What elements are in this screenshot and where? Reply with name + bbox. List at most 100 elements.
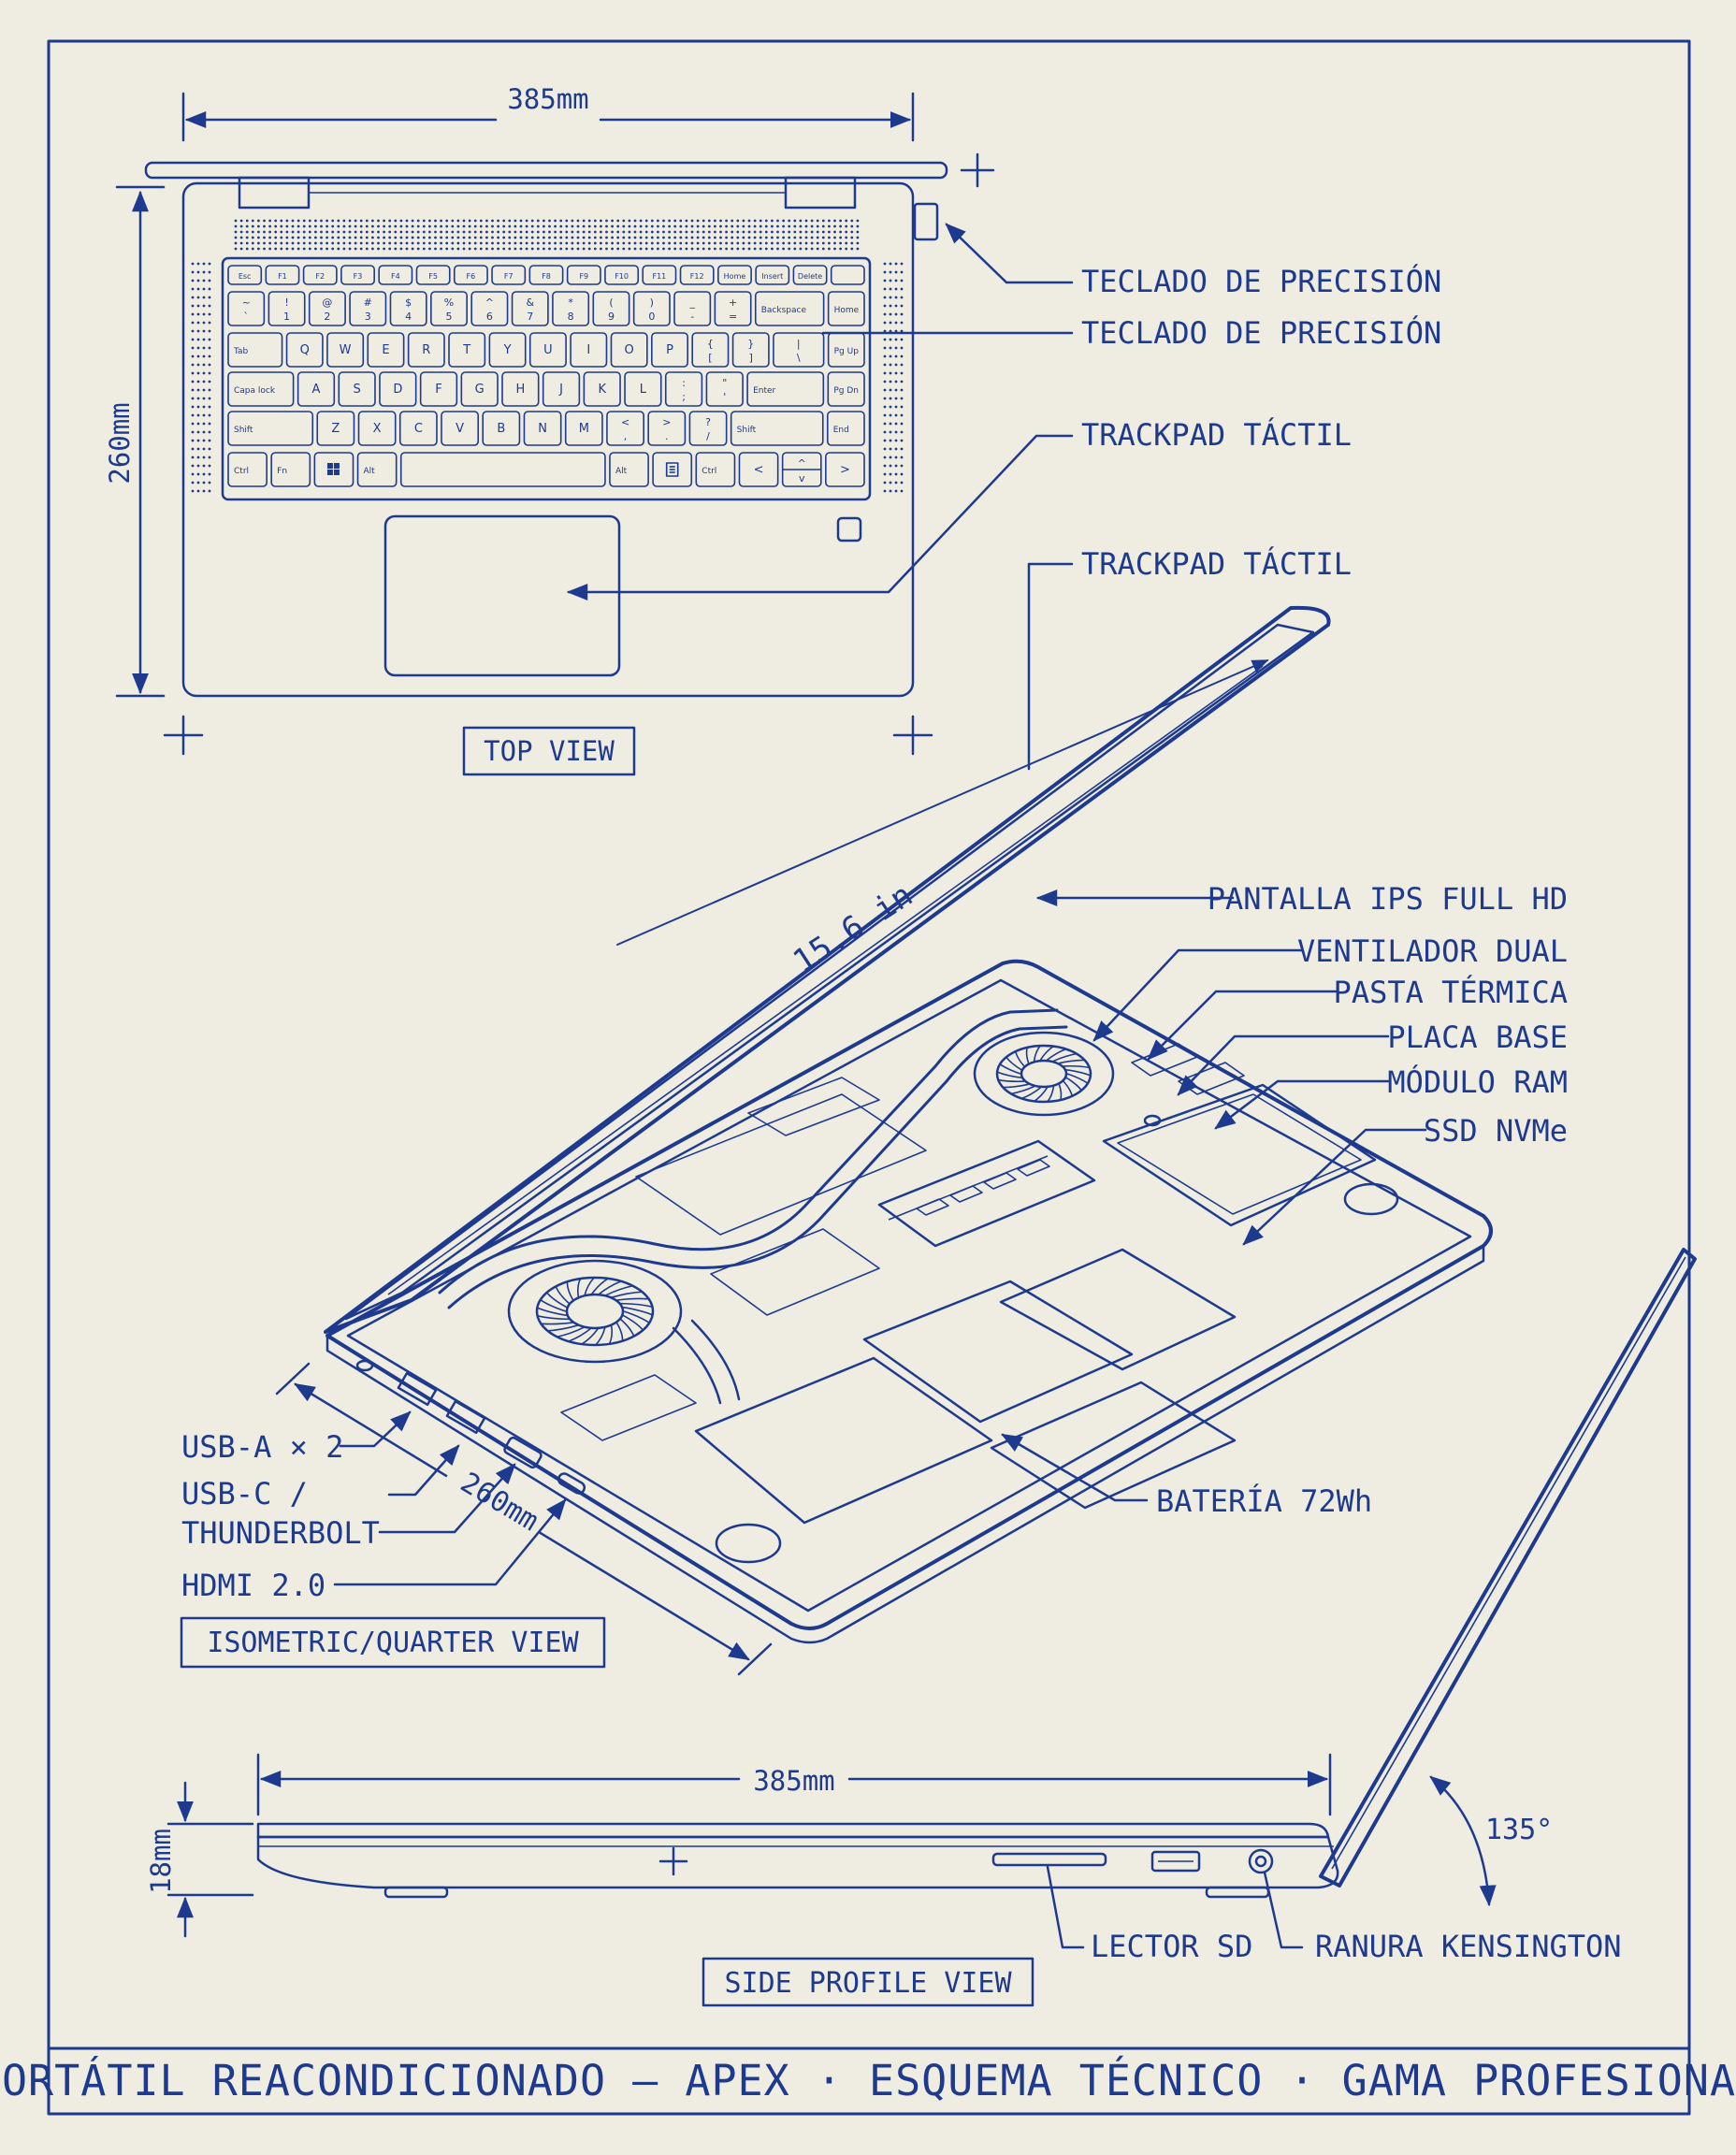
key-q[interactable]: Q bbox=[285, 332, 324, 368]
svg-text:F11: F11 bbox=[652, 272, 666, 281]
key-a[interactable]: A bbox=[297, 371, 336, 407]
key-fn[interactable]: Fn bbox=[270, 452, 311, 487]
key-x-x[interactable]: >. bbox=[647, 411, 687, 446]
key-x-x[interactable]: += bbox=[714, 291, 752, 326]
key-x[interactable]: < bbox=[738, 452, 779, 487]
key-win-icon[interactable] bbox=[313, 452, 354, 487]
key-f9[interactable]: F9 bbox=[566, 265, 601, 285]
key-t[interactable]: T bbox=[448, 332, 486, 368]
key-pgxup[interactable]: Pg Up bbox=[827, 332, 865, 368]
key-f6[interactable]: F6 bbox=[453, 265, 488, 285]
key-xv[interactable]: ^v bbox=[781, 452, 822, 487]
key-space[interactable] bbox=[399, 452, 606, 487]
key-f3[interactable]: F3 bbox=[340, 265, 375, 285]
key-x-6[interactable]: ^6 bbox=[470, 291, 509, 326]
key-f4[interactable]: F4 bbox=[378, 265, 413, 285]
svg-text:Home: Home bbox=[834, 306, 860, 315]
key-u[interactable]: U bbox=[528, 332, 567, 368]
key-j[interactable]: J bbox=[542, 371, 581, 407]
key-g[interactable]: G bbox=[460, 371, 499, 407]
key-x-x[interactable]: |\ bbox=[773, 332, 825, 368]
key-shift[interactable]: Shift bbox=[730, 411, 824, 446]
key-esc[interactable]: Esc bbox=[227, 265, 263, 285]
key-x[interactable]: X bbox=[357, 411, 397, 446]
key-x-x[interactable]: }] bbox=[731, 332, 770, 368]
key-capaxlock[interactable]: Capa lock bbox=[227, 371, 295, 407]
key-x[interactable]: > bbox=[825, 452, 865, 487]
svg-text:W: W bbox=[340, 343, 352, 357]
key-menu-icon[interactable] bbox=[652, 452, 693, 487]
key-i[interactable]: I bbox=[570, 332, 608, 368]
svg-text:>: > bbox=[840, 463, 850, 477]
key-delete[interactable]: Delete bbox=[792, 265, 828, 285]
key-tab[interactable]: Tab bbox=[227, 332, 283, 368]
svg-text:Enter: Enter bbox=[753, 386, 775, 396]
key-f[interactable]: F bbox=[419, 371, 458, 407]
key-x--[interactable]: _- bbox=[673, 291, 712, 326]
svg-text:,: , bbox=[624, 430, 628, 442]
key-x-x[interactable]: "' bbox=[705, 371, 744, 407]
key-insert[interactable]: Insert bbox=[755, 265, 790, 285]
svg-text:F9: F9 bbox=[579, 272, 588, 281]
key-r[interactable]: R bbox=[407, 332, 445, 368]
key-x-x[interactable]: :; bbox=[664, 371, 703, 407]
fingerprint-sensor[interactable] bbox=[836, 516, 862, 542]
key-b[interactable]: B bbox=[482, 411, 521, 446]
key-y[interactable]: Y bbox=[488, 332, 527, 368]
key-home[interactable]: Home bbox=[827, 291, 865, 326]
key-n[interactable]: N bbox=[523, 411, 562, 446]
key-m[interactable]: M bbox=[564, 411, 603, 446]
key-k[interactable]: K bbox=[583, 371, 621, 407]
key-f1[interactable]: F1 bbox=[265, 265, 300, 285]
key-f11[interactable]: F11 bbox=[642, 265, 677, 285]
key-l[interactable]: L bbox=[624, 371, 662, 407]
key-x-5[interactable]: %5 bbox=[430, 291, 468, 326]
key-end[interactable]: End bbox=[826, 411, 865, 446]
key-o[interactable]: O bbox=[610, 332, 648, 368]
key-alt[interactable]: Alt bbox=[609, 452, 649, 487]
key-backspace[interactable]: Backspace bbox=[754, 291, 825, 326]
svg-text:F7: F7 bbox=[504, 272, 514, 281]
key-ctrl[interactable]: Ctrl bbox=[227, 452, 268, 487]
key-w[interactable]: W bbox=[326, 332, 365, 368]
key-h[interactable]: H bbox=[501, 371, 540, 407]
svg-text:9: 9 bbox=[608, 311, 615, 323]
svg-text:4: 4 bbox=[405, 311, 412, 323]
key-x-2[interactable]: @2 bbox=[308, 291, 346, 326]
key-x-x[interactable]: <, bbox=[606, 411, 644, 446]
key-x-9[interactable]: (9 bbox=[592, 291, 630, 326]
key-enter[interactable]: Enter bbox=[746, 371, 825, 407]
key-alt[interactable]: Alt bbox=[356, 452, 398, 487]
key-x-4[interactable]: $4 bbox=[389, 291, 427, 326]
key-pgxdn[interactable]: Pg Dn bbox=[827, 371, 865, 407]
key-home[interactable]: Home bbox=[717, 265, 752, 285]
svg-text:Delete: Delete bbox=[798, 272, 822, 281]
key-x-1[interactable]: !1 bbox=[268, 291, 306, 326]
key-f2[interactable]: F2 bbox=[302, 265, 338, 285]
key-x-0[interactable]: )0 bbox=[632, 291, 671, 326]
key-ctrl[interactable]: Ctrl bbox=[695, 452, 736, 487]
key-f8[interactable]: F8 bbox=[528, 265, 564, 285]
key-c[interactable]: C bbox=[398, 411, 438, 446]
iso-view-title: ISOMETRIC/QUARTER VIEW bbox=[207, 1627, 579, 1659]
key-space[interactable] bbox=[830, 265, 865, 285]
key-x-8[interactable]: *8 bbox=[552, 291, 590, 326]
key-f5[interactable]: F5 bbox=[415, 265, 451, 285]
key-x-x[interactable]: {[ bbox=[691, 332, 730, 368]
key-x-x[interactable]: ?/ bbox=[688, 411, 728, 446]
key-v[interactable]: V bbox=[441, 411, 480, 446]
svg-text:[: [ bbox=[708, 352, 712, 364]
trackpad[interactable] bbox=[383, 514, 621, 677]
key-f12[interactable]: F12 bbox=[679, 265, 715, 285]
key-f7[interactable]: F7 bbox=[491, 265, 527, 285]
key-d[interactable]: D bbox=[379, 371, 417, 407]
key-f10[interactable]: F10 bbox=[604, 265, 640, 285]
key-z[interactable]: Z bbox=[316, 411, 355, 446]
key-x-7[interactable]: &7 bbox=[511, 291, 549, 326]
key-e[interactable]: E bbox=[367, 332, 405, 368]
key-p[interactable]: P bbox=[651, 332, 688, 368]
key-shift[interactable]: Shift bbox=[227, 411, 314, 446]
key-s[interactable]: S bbox=[338, 371, 376, 407]
key-x-3[interactable]: #3 bbox=[349, 291, 387, 326]
key-x-x[interactable]: ~` bbox=[227, 291, 266, 326]
